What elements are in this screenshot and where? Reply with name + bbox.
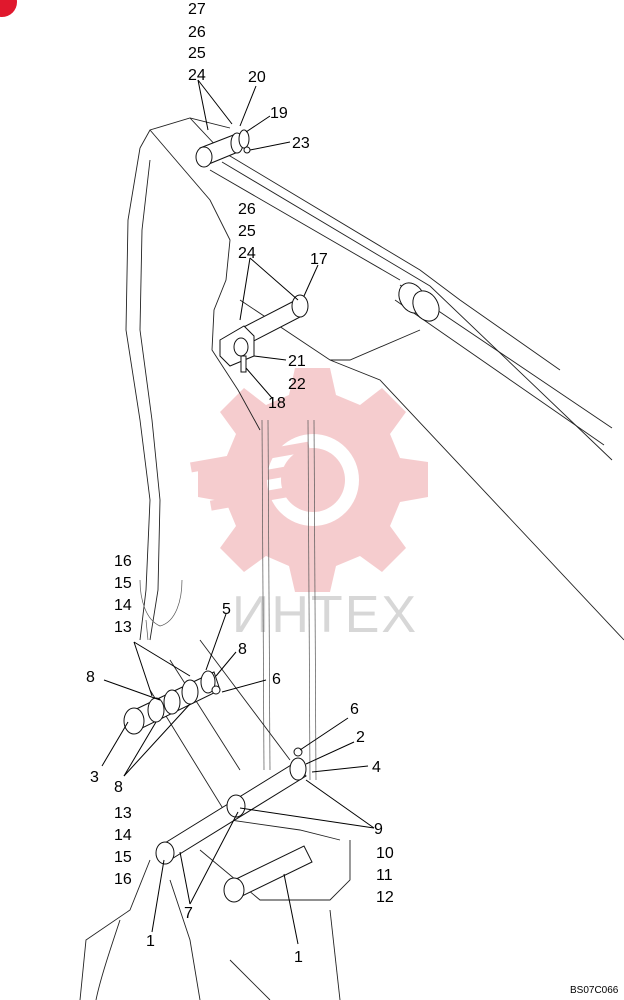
- callout-label: 19: [270, 105, 288, 122]
- boom-structure: [79, 117, 624, 1000]
- callout-label: 2: [356, 729, 365, 746]
- callout-label: 11: [376, 867, 393, 884]
- upper-left-pin-group: [123, 670, 221, 735]
- callout-label: 17: [310, 251, 328, 268]
- watermark-text: ИНТЕХ: [232, 586, 418, 644]
- watermark-gear-icon: [190, 368, 428, 592]
- callout-label: 20: [248, 69, 266, 86]
- callout-label: 15: [114, 849, 132, 866]
- callout-label: 6: [350, 701, 359, 718]
- top-pin-assembly: [195, 129, 251, 168]
- callout-label: 1: [146, 933, 155, 950]
- callout-label: 8: [114, 779, 123, 796]
- callout-label: 3: [90, 769, 99, 786]
- callout-label: 27: [188, 1, 206, 18]
- callout-label: 7: [184, 905, 193, 922]
- callout-label: 8: [86, 669, 95, 686]
- callout-label: 4: [372, 759, 381, 776]
- callout-label: 10: [376, 845, 394, 862]
- callout-label: 21: [288, 353, 306, 370]
- callout-label: 14: [114, 597, 132, 614]
- callout-label: 16: [114, 871, 132, 888]
- callout-label: 26: [188, 24, 206, 41]
- callout-label: 5: [222, 601, 231, 618]
- callout-label: 24: [238, 245, 256, 262]
- callout-label: 13: [114, 619, 132, 636]
- drawing-code: BS07C066: [570, 985, 619, 996]
- callout-label: 24: [188, 67, 206, 84]
- callout-label: 14: [114, 827, 132, 844]
- callout-label: 25: [188, 45, 206, 62]
- callout-label: 1: [294, 949, 303, 966]
- callout-labels: 27 26 25 24 20 19 23 26 25 24 17 21 22 1…: [86, 1, 394, 966]
- callout-label: 9: [374, 821, 383, 838]
- callout-label: 22: [288, 376, 306, 393]
- callout-label: 12: [376, 889, 394, 906]
- callout-label: 8: [238, 641, 247, 658]
- corner-badge-icon: [0, 0, 17, 17]
- callout-label: 15: [114, 575, 132, 592]
- callout-label: 13: [114, 805, 132, 822]
- leader-lines: [101, 79, 375, 945]
- callout-label: 26: [238, 201, 256, 218]
- callout-label: 18: [268, 395, 286, 412]
- lower-pin-group: [155, 747, 313, 903]
- middle-pin-assembly: [219, 294, 309, 373]
- callout-label: 6: [272, 671, 281, 688]
- callout-label: 25: [238, 223, 256, 240]
- callout-label: 16: [114, 553, 132, 570]
- callout-label: 23: [292, 135, 310, 152]
